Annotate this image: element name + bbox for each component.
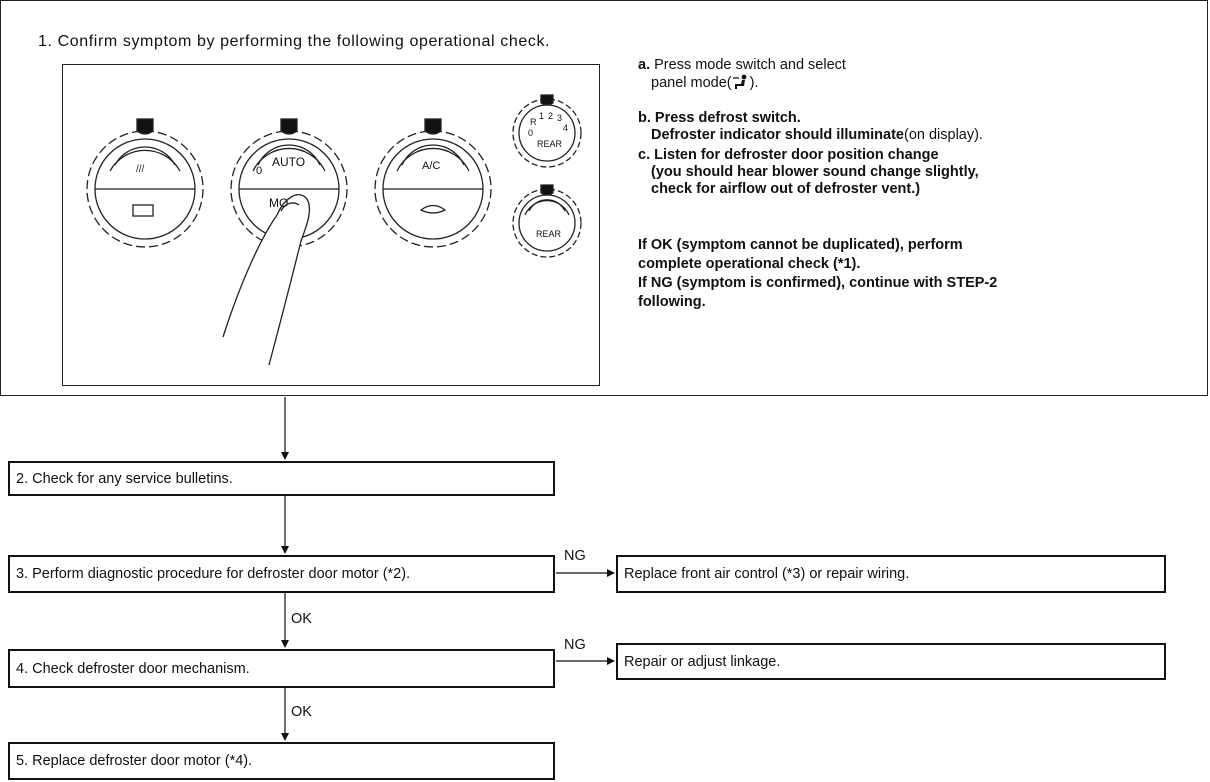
ok-result-line2: complete operational check (*1). bbox=[638, 256, 861, 272]
fingernail bbox=[280, 202, 300, 212]
control-panel-illustration: /// bbox=[62, 64, 600, 386]
step3-ok-label: OK bbox=[291, 611, 312, 627]
step4-ng-box: Repair or adjust linkage. bbox=[616, 643, 1166, 680]
panel-mode-icon bbox=[732, 74, 747, 89]
step5-box: 5. Replace defroster door motor (*4). bbox=[8, 742, 555, 780]
instruction-c-line3: check for airflow out of defroster vent.… bbox=[651, 181, 921, 197]
step1-title: 1. Confirm symptom by performing the fol… bbox=[38, 33, 551, 50]
dial-ac-label: A/C bbox=[422, 160, 441, 172]
instruction-a-line2-tail: ). bbox=[749, 75, 759, 91]
step4-ng-text: Repair or adjust linkage. bbox=[624, 653, 781, 670]
rear-dial-r: R bbox=[530, 117, 537, 127]
instruction-c-line2: (you should hear blower sound change sli… bbox=[651, 164, 979, 180]
step5-text: 5. Replace defroster door motor (*4). bbox=[16, 753, 253, 769]
step3-ng-box: Replace front air control (*3) or repair… bbox=[616, 555, 1166, 593]
step4-ok-label: OK bbox=[291, 704, 312, 720]
ng-result-line2: following. bbox=[638, 294, 706, 310]
instruction-c-line1: Listen for defroster door position chang… bbox=[654, 147, 939, 163]
rear-dial-2: 2 bbox=[548, 111, 554, 121]
dial-zero-label: 0 bbox=[256, 165, 263, 177]
instruction-b-line1: Press defrost switch. bbox=[654, 110, 801, 126]
step3-ng-label: NG bbox=[564, 548, 586, 564]
step4-text: 4. Check defroster door mechanism. bbox=[16, 660, 250, 677]
dial-mode-label: MO bbox=[269, 196, 289, 210]
instruction-a-line1: Press mode switch and select bbox=[654, 57, 846, 73]
rear-fan-dial-marker bbox=[540, 94, 554, 106]
step3-text: 3. Perform diagnostic procedure for defr… bbox=[16, 566, 411, 582]
svg-text:///: /// bbox=[136, 164, 145, 175]
step1-frame bbox=[0, 0, 1208, 396]
control-panel-drawing: /// bbox=[86, 94, 582, 366]
ac-dial-marker bbox=[424, 118, 442, 135]
step2-box: 2. Check for any service bulletins. bbox=[8, 461, 555, 496]
step4-box: 4. Check defroster door mechanism. bbox=[8, 649, 555, 688]
instruction-a: a. Press mode switch and select panel mo… bbox=[638, 57, 846, 92]
defrost-dial: /// bbox=[86, 130, 204, 248]
instruction-b-line2-tail: (on display). bbox=[903, 127, 983, 143]
instruction-b: b. Press defrost switch. Defroster indic… bbox=[638, 110, 983, 144]
defrost-dial-marker bbox=[136, 118, 154, 135]
mode-dial-marker bbox=[280, 118, 298, 135]
rear-dial-1: 1 bbox=[539, 111, 545, 121]
instruction-c: c. Listen for defroster door position ch… bbox=[638, 147, 979, 198]
step3-ng-text: Replace front air control (*3) or repair… bbox=[624, 566, 910, 582]
rear-dial-bottom-label: REAR bbox=[536, 229, 562, 239]
rear-temp-dial-marker bbox=[540, 184, 554, 196]
result-instructions: If OK (symptom cannot be duplicated), pe… bbox=[638, 236, 997, 312]
instruction-b-prefix: b. bbox=[638, 110, 651, 126]
ng-result-line1: If NG (symptom is confirmed), continue w… bbox=[638, 275, 998, 291]
step3-box: 3. Perform diagnostic procedure for defr… bbox=[8, 555, 555, 593]
instruction-a-line2: panel mode( bbox=[651, 75, 732, 91]
ac-dial bbox=[374, 130, 492, 248]
instruction-b-line2: Defroster indicator should illuminate bbox=[651, 127, 904, 143]
step4-ng-label: NG bbox=[564, 637, 586, 653]
rear-dial-top-label: REAR bbox=[537, 139, 563, 149]
step2-text: 2. Check for any service bulletins. bbox=[16, 470, 233, 487]
instruction-c-prefix: c. bbox=[638, 147, 651, 163]
instruction-a-prefix: a. bbox=[638, 57, 651, 73]
rear-dial-0: 0 bbox=[528, 128, 534, 138]
rear-dial-4: 4 bbox=[563, 123, 569, 133]
rear-dial-3: 3 bbox=[557, 113, 563, 123]
ok-result-line1: If OK (symptom cannot be duplicated), pe… bbox=[638, 237, 963, 253]
dial-auto-label: AUTO bbox=[272, 155, 306, 169]
finger bbox=[222, 194, 311, 366]
